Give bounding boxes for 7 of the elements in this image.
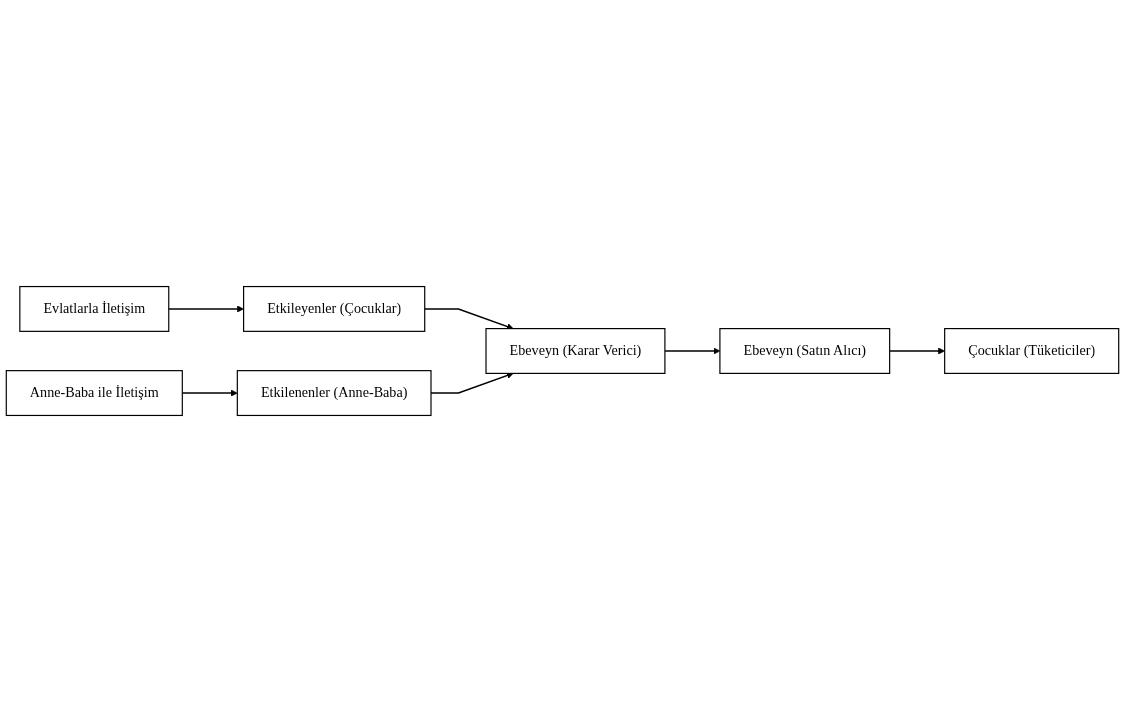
node-box: Anne-Baba ile İletişim xyxy=(5,370,183,417)
node-box: Etkilenenler (Anne-Baba) xyxy=(236,370,432,417)
node-box: Çocuklar (Tüketiciler) xyxy=(944,328,1120,374)
node-box: Ebeveyn (Karar Verici) xyxy=(485,328,666,374)
node-box: Etkileyenler (Çocuklar) xyxy=(243,285,426,332)
node-box: Ebeveyn (Satın Alıcı) xyxy=(719,328,891,374)
node-box: Evlatlarla İletişim xyxy=(19,285,170,332)
